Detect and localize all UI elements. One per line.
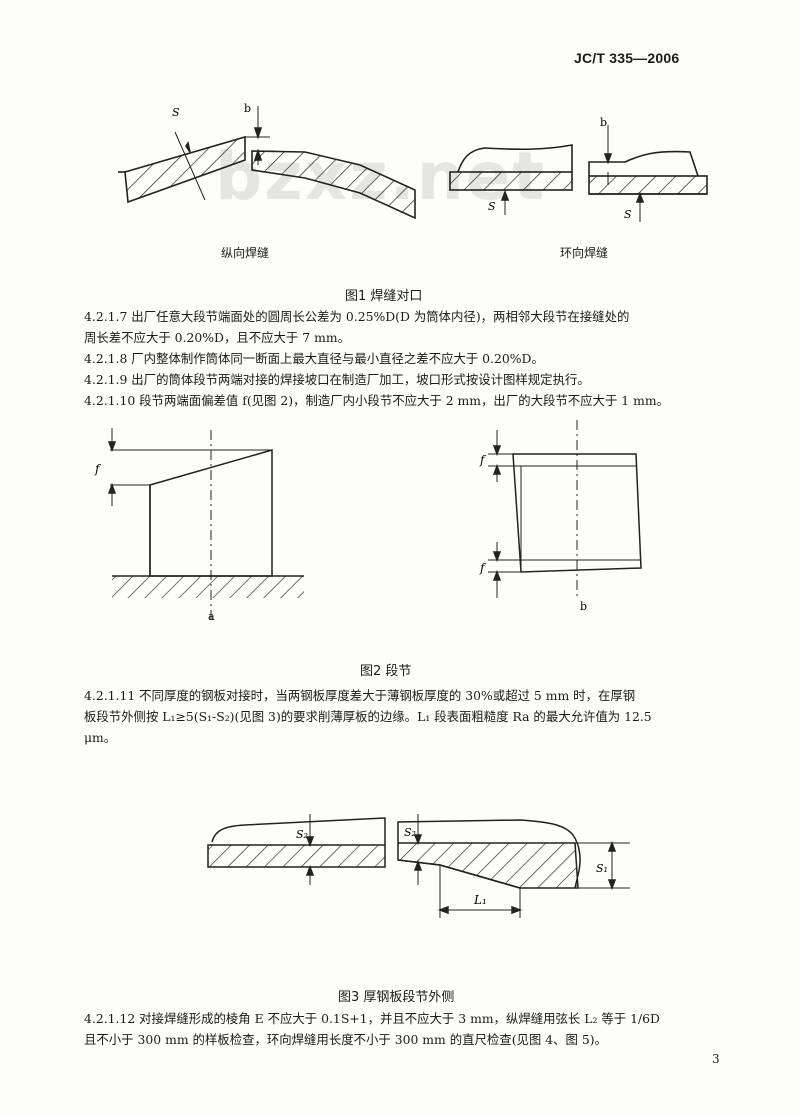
fig3-title: 图3 厚钢板段节外侧: [338, 990, 455, 1005]
clause-4-2-1-11: 4.2.1.11 不同厚度的钢板对接时，当两钢板厚度差大于薄钢板厚度的 30%或…: [84, 685, 744, 748]
figure-2-segment: f f f a b: [94, 420, 642, 623]
clause-4-2-1-9: 4.2.1.9 出厂的筒体段节两端对接的焊接坡口在制造厂加工，坡口形式按设计图样…: [84, 372, 590, 387]
clause-4-2-1-7-line1: 4.2.1.7 出厂任意大段节端面处的圆周长公差为 0.25%D(D 为筒体内径…: [84, 309, 630, 324]
clause-4-2-1-12-line2: 且不小于 300 mm 的样板检查，环向焊缝用长度不小于 300 mm 的直尺检…: [84, 1032, 607, 1047]
clauses-block-1: 4.2.1.7 出厂任意大段节端面处的圆周长公差为 0.25%D(D 为筒体内径…: [84, 306, 744, 411]
fig2b-f-label-top: f: [479, 453, 487, 467]
fig2a-drawing: [107, 428, 304, 620]
circumferential-weld-drawing: [449, 125, 708, 222]
fig1-left-caption: 纵向焊缝: [221, 246, 270, 260]
fig2b-f-label-bottom: f: [479, 561, 487, 575]
fig3-s2-label-right: S₂: [404, 826, 416, 839]
fig1-right-b-label: b: [600, 116, 607, 129]
standard-number: JC/T 335—2006: [574, 50, 680, 66]
clause-4-2-1-8: 4.2.1.8 厂内整体制作筒体同一断面上最大直径与最小直径之差不应大于 0.2…: [84, 351, 544, 366]
fig2-subfig-b-label: b: [580, 600, 587, 613]
clause-4-2-1-11-line1: 4.2.1.11 不同厚度的钢板对接时，当两钢板厚度差大于薄钢板厚度的 30%或…: [84, 688, 636, 703]
fig3-s2-label-left: S₂: [296, 828, 308, 841]
fig2-title: 图2 段节: [360, 664, 412, 679]
fig1-right-caption: 环向焊缝: [560, 246, 609, 260]
fig3-drawing: [207, 814, 630, 918]
clause-4-2-1-11-line2: 板段节外侧按 L₁≥5(S₁-S₂)(见图 3)的要求削薄厚板的边缘。L₁ 段表…: [84, 709, 652, 724]
fig3-l1-label: L₁: [473, 893, 487, 907]
fig1-right-s-label-1: S: [488, 200, 496, 213]
page-number: 3: [712, 1052, 720, 1066]
figure-1-weld-alignment: b S b S S: [118, 102, 708, 222]
fig3-s1-label: S₁: [596, 862, 608, 875]
fig2a-f-label: f: [94, 462, 102, 476]
fig1-title: 图1 焊缝对口: [345, 289, 423, 304]
fig1-left-s-label: S: [172, 106, 180, 119]
fig1-right-s-label-2: S: [624, 208, 632, 221]
fig2-subfig-a-label: a: [208, 610, 215, 623]
figure-3-thick-plate-outer-side: S₂ S₂ S₁ L₁: [207, 814, 630, 918]
fig2b-drawing: [488, 420, 642, 600]
clause-4-2-1-7-line2: 周长差不应大于 0.20%D，且不应大于 7 mm。: [84, 330, 350, 345]
clause-4-2-1-11-line3: μm。: [84, 730, 117, 745]
clause-4-2-1-12-line1: 4.2.1.12 对接焊缝形成的棱角 E 不应大于 0.1S+1，并且不应大于 …: [84, 1011, 660, 1026]
clause-4-2-1-12: 4.2.1.12 对接焊缝形成的棱角 E 不应大于 0.1S+1，并且不应大于 …: [84, 1008, 744, 1050]
longitudinal-weld-drawing: [118, 106, 416, 220]
fig1-left-b-label: b: [244, 102, 251, 115]
clause-4-2-1-10: 4.2.1.10 段节两端面偏差值 f(见图 2)，制造厂内小段节不应大于 2 …: [84, 393, 669, 408]
